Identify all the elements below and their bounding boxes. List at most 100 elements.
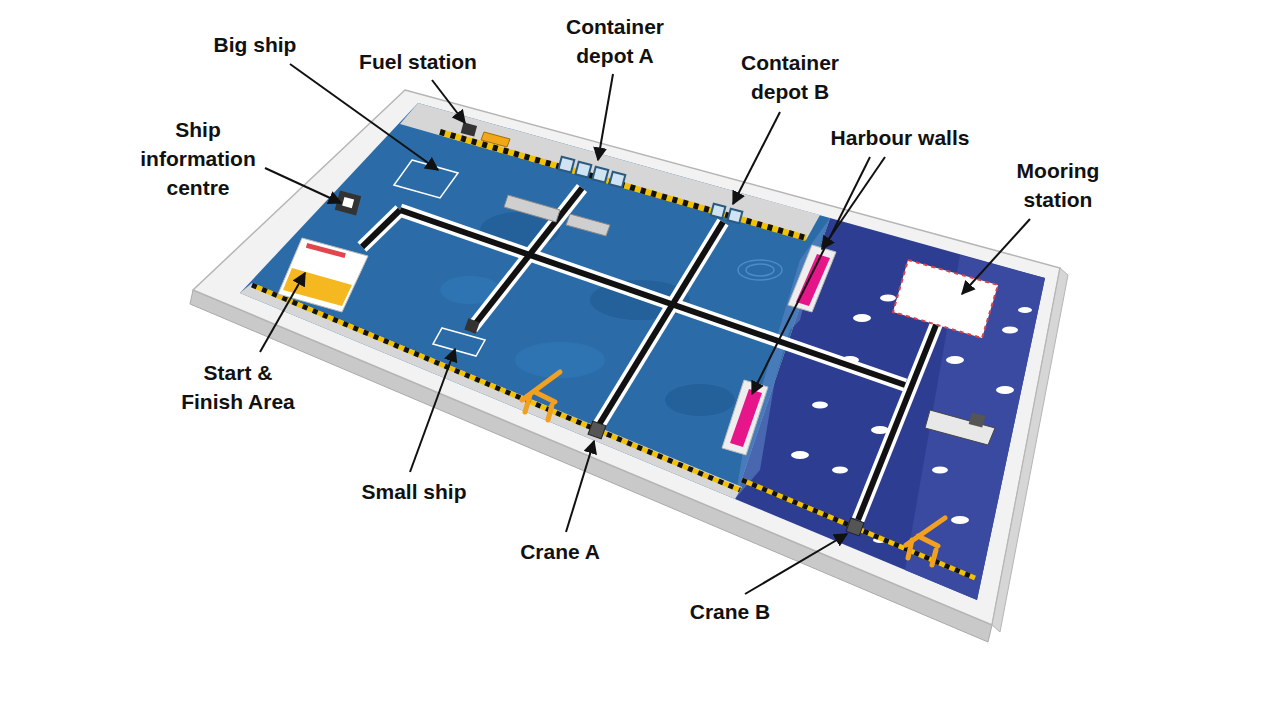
- harbour-wall: [722, 380, 768, 455]
- pier: [566, 214, 610, 236]
- crane-icon: [906, 518, 945, 565]
- callout-label: Mooring station: [1008, 156, 1108, 214]
- callout-label: Crane A: [460, 537, 660, 566]
- line-roads: [362, 188, 940, 520]
- line-roads: [472, 188, 582, 328]
- crane-icon: [522, 372, 560, 420]
- container-depot: [728, 209, 743, 224]
- fuel-station: [461, 122, 477, 136]
- leader-line: [290, 64, 438, 170]
- callout-label: Fuel station: [318, 47, 518, 76]
- container-depot: [609, 172, 625, 188]
- line-roads: [464, 318, 479, 333]
- crane-base: [588, 421, 606, 439]
- leader-line: [598, 74, 613, 160]
- leader-line: [733, 112, 780, 204]
- vessel: [969, 412, 986, 427]
- line-roads: [400, 210, 905, 385]
- line-roads: [597, 222, 723, 428]
- line-roads: [362, 210, 400, 247]
- callout-label: Small ship: [314, 477, 514, 506]
- ship-information-centre: [342, 197, 354, 208]
- container-depot: [558, 157, 574, 173]
- pier: [504, 195, 560, 222]
- harbour-water: [738, 260, 782, 280]
- start-finish-area: [278, 238, 368, 312]
- leader-line: [432, 80, 465, 123]
- vessel: [925, 410, 995, 445]
- callout-label: Big ship: [175, 30, 335, 59]
- harbour-water: [240, 103, 830, 499]
- cloud-marks: [932, 467, 948, 474]
- cloud-marks: [1018, 307, 1032, 313]
- line-roads: [362, 210, 400, 247]
- pier: [504, 195, 610, 236]
- leader-line: [745, 534, 847, 594]
- harbour-wall: [730, 389, 762, 447]
- leader-line: [566, 441, 594, 532]
- hazard-stripes: [440, 132, 806, 238]
- start-finish-area: [278, 238, 368, 312]
- callout-label: Ship information centre: [136, 115, 261, 202]
- harbour-wall: [722, 245, 836, 455]
- cloud-marks: [812, 402, 828, 409]
- hazard-stripes: [440, 132, 806, 238]
- open-sea: [735, 218, 1045, 600]
- line-roads: [400, 210, 905, 385]
- table-frame: [193, 90, 1060, 625]
- harbour-wall: [788, 245, 836, 312]
- crane-icon: [522, 372, 945, 565]
- ship-outline: [433, 328, 485, 356]
- leader-line: [265, 168, 341, 203]
- hazard-stripes: [742, 480, 975, 578]
- cloud-marks: [853, 314, 871, 322]
- callout-label: Start & Finish Area: [176, 358, 301, 416]
- callout-label: Harbour walls: [800, 123, 1000, 152]
- cloud-marks: [946, 356, 964, 364]
- cloud-marks: [791, 295, 1032, 544]
- leader-line: [962, 219, 1030, 294]
- start-finish-area: [306, 243, 346, 258]
- fuel-station: [461, 122, 510, 147]
- cloud-marks: [880, 295, 896, 302]
- callout-label: Container depot A: [558, 12, 673, 70]
- fuel-station: [481, 132, 510, 147]
- harbour-wall: [796, 254, 830, 306]
- leader-line: [410, 349, 455, 472]
- container-depot: [558, 157, 742, 224]
- container-depot: [711, 204, 726, 219]
- leader-line: [260, 273, 305, 352]
- table-frame: [190, 90, 1068, 642]
- cloud-marks: [791, 451, 809, 459]
- hazard-stripes: [252, 132, 975, 578]
- ship-outline: [394, 160, 485, 356]
- line-roads: [597, 222, 723, 428]
- callout-label: Container depot B: [733, 48, 848, 106]
- quay-land: [400, 103, 820, 240]
- vessel: [925, 410, 995, 445]
- harbour-water: [665, 384, 735, 416]
- container-depot: [575, 162, 591, 178]
- hazard-stripes: [742, 480, 975, 578]
- leader-line: [260, 64, 1030, 594]
- harbour-water: [746, 264, 774, 276]
- line-roads: [362, 188, 940, 520]
- cloud-marks: [832, 467, 848, 474]
- open-sea: [735, 218, 1045, 600]
- cloud-marks: [996, 386, 1014, 394]
- crane-base: [588, 421, 864, 536]
- line-roads: [362, 188, 940, 520]
- crane-base: [846, 518, 864, 536]
- quay-land: [240, 103, 820, 499]
- ship-outline: [394, 160, 458, 198]
- cloud-marks: [1002, 327, 1018, 334]
- harbour-water: [240, 103, 830, 499]
- start-finish-area: [283, 268, 352, 306]
- callout-label: Crane B: [630, 597, 830, 626]
- cloud-marks: [951, 516, 969, 524]
- container-depot: [592, 167, 608, 183]
- leader-line: [752, 157, 870, 394]
- line-roads: [472, 188, 582, 328]
